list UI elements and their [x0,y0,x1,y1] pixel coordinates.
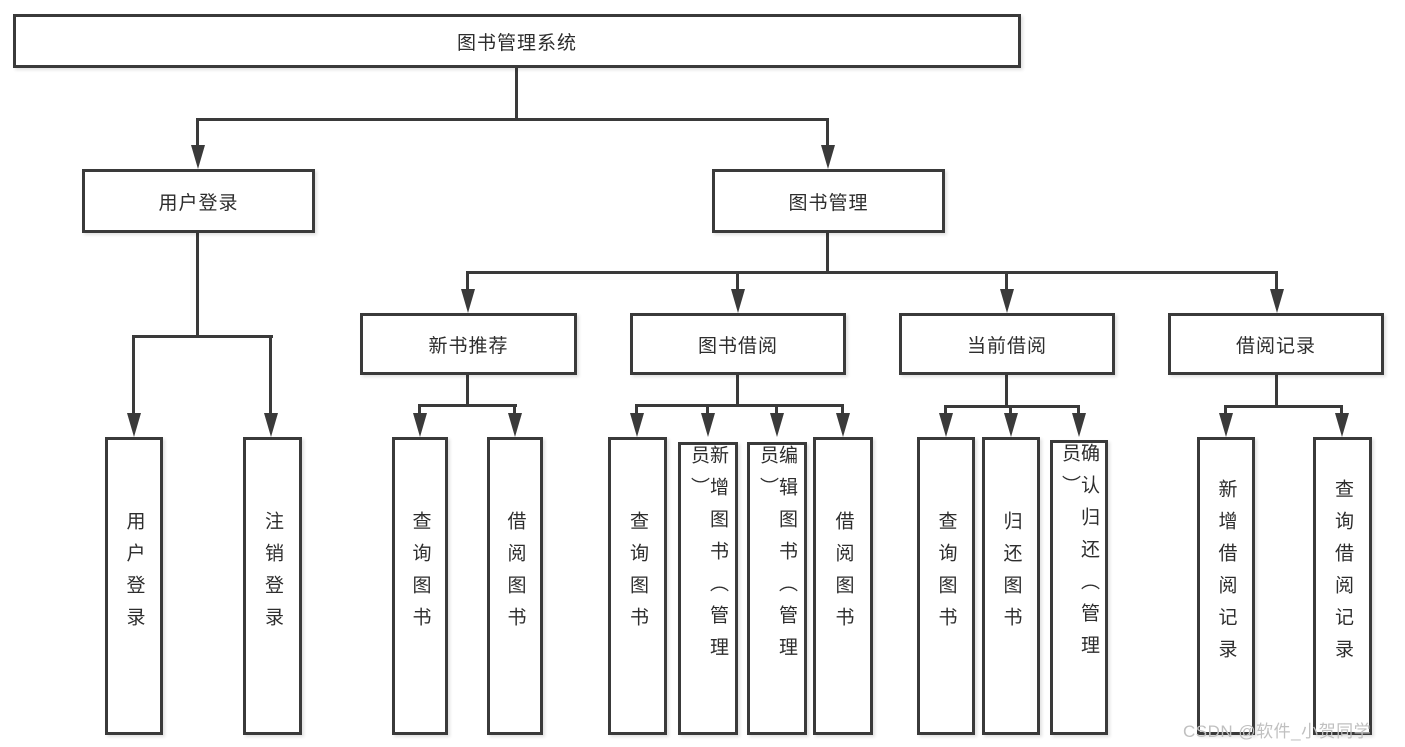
leaf-query-borrow-record: 查询借阅记录 [1313,437,1372,735]
watermark: CSDN @软件_小贺同学 [1183,722,1372,741]
leaf-add-book-admin: 新增图书（管理员） [678,442,738,735]
leaf-return-book: 归还图书 [982,437,1040,735]
node-book-management-label: 图书管理 [788,192,869,214]
connector-user-login-stem [196,233,199,337]
connector-borrow-records-stem [1275,375,1278,406]
arrow-to-book-management [820,118,835,169]
connector-current-borrow-hline [945,405,1080,408]
arrow-to-borrow-books-1 [507,404,522,437]
connector-root-hline [197,118,829,121]
connector-user-login-hline [133,335,273,338]
leaf-query-books-2-label: 查询图书 [627,511,648,639]
leaf-user-login: 用户登录 [105,437,163,735]
arrow-to-confirm-return-admin [1071,405,1086,437]
connector-borrow-records-hline [1225,405,1343,408]
node-user-login: 用户登录 [82,169,315,233]
leaf-query-books-3: 查询图书 [917,437,975,735]
node-current-borrow: 当前借阅 [899,313,1115,375]
node-borrow-records: 借阅记录 [1168,313,1384,375]
connector-new-book-recommend-hline [419,404,517,407]
leaf-query-books-2: 查询图书 [608,437,667,735]
leaf-add-borrow-record-label: 新增借阅记录 [1215,479,1237,671]
node-book-borrow: 图书借阅 [630,313,846,375]
leaf-add-book-admin-label: 新增图书（管理员） [688,445,728,669]
leaf-edit-book-admin-label: 编辑图书（管理员） [757,445,797,669]
arrow-to-book-borrow [730,271,745,313]
leaf-confirm-return-admin-label: 确认归还（管理员） [1059,443,1099,667]
arrow-to-query-books-2 [629,404,644,437]
leaf-borrow-books-1-label: 借阅图书 [504,511,526,639]
arrow-to-query-books-1 [412,404,427,437]
leaf-logout-label: 注销登录 [262,511,283,639]
arrow-to-user-login [190,118,205,169]
leaf-user-login-label: 用户登录 [123,511,145,639]
connector-book-borrow-hline [636,404,844,407]
arrow-to-new-book-recommend [460,271,475,313]
leaf-query-books-3-label: 查询图书 [935,511,957,639]
node-book-borrow-label: 图书借阅 [697,335,778,357]
arrow-to-edit-book-admin [769,404,784,437]
arrow-to-leaf-logout [263,335,278,437]
connector-new-book-recommend-stem [466,375,469,406]
leaf-borrow-books-1: 借阅图书 [487,437,543,735]
leaf-query-books-1-label: 查询图书 [409,511,431,639]
arrow-to-leaf-user-login [126,335,141,437]
leaf-logout: 注销登录 [243,437,302,735]
leaf-borrow-books-2: 借阅图书 [813,437,873,735]
node-book-management: 图书管理 [712,169,945,233]
arrow-to-query-borrow-record [1334,405,1349,437]
connector-current-borrow-stem [1005,375,1008,406]
arrow-to-add-borrow-record [1218,405,1233,437]
arrow-to-add-book-admin [700,404,715,437]
arrow-to-current-borrow [999,271,1014,313]
arrow-to-return-book [1003,405,1018,437]
node-root: 图书管理系统 [13,14,1021,68]
leaf-confirm-return-admin: 确认归还（管理员） [1050,440,1108,735]
node-new-book-recommend-label: 新书推荐 [428,335,509,357]
node-borrow-records-label: 借阅记录 [1235,335,1316,357]
arrow-to-borrow-records [1269,271,1284,313]
leaf-query-books-1: 查询图书 [392,437,448,735]
connector-book-management-hline [467,271,1278,274]
node-new-book-recommend: 新书推荐 [360,313,577,375]
connector-book-management-stem [826,233,829,273]
leaf-query-borrow-record-label: 查询借阅记录 [1332,479,1353,671]
connector-book-borrow-stem [736,375,739,406]
node-user-login-label: 用户登录 [158,192,239,214]
arrow-to-query-books-3 [938,405,953,437]
leaf-add-borrow-record: 新增借阅记录 [1197,437,1255,735]
connector-root-stem [515,68,518,121]
node-current-borrow-label: 当前借阅 [966,335,1047,357]
leaf-return-book-label: 归还图书 [1000,511,1022,639]
arrow-to-borrow-books-2 [835,404,850,437]
node-root-label: 图书管理系统 [456,32,577,54]
leaf-edit-book-admin: 编辑图书（管理员） [747,442,807,735]
leaf-borrow-books-2-label: 借阅图书 [832,511,854,639]
